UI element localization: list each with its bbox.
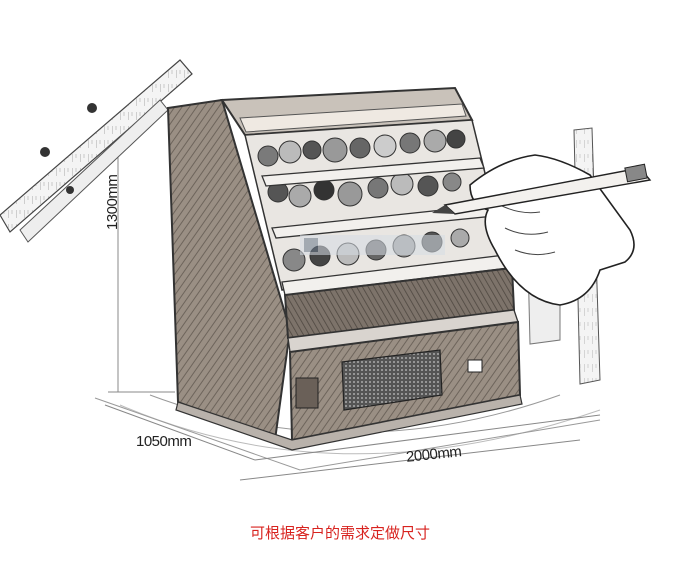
height-dimension-label: 1300mm [104,174,121,230]
hand-with-pencil [432,154,652,306]
depth-dimension-label: 1050mm [136,433,192,450]
ruler-knob-icon [40,147,50,157]
control-panel-icon [295,377,319,409]
ruler-knob-icon [87,103,97,113]
power-switch-icon [467,359,483,373]
custom-size-caption: 可根据客户的需求定做尺寸 [249,524,430,542]
watermark-logo [300,235,445,255]
cabinet-side-panel [166,98,292,442]
dimension-lines [104,140,601,481]
display-cabinet [166,86,523,451]
ruler-knob-icon [66,186,74,194]
vent-grille [341,349,443,411]
ruler-left [0,59,193,243]
